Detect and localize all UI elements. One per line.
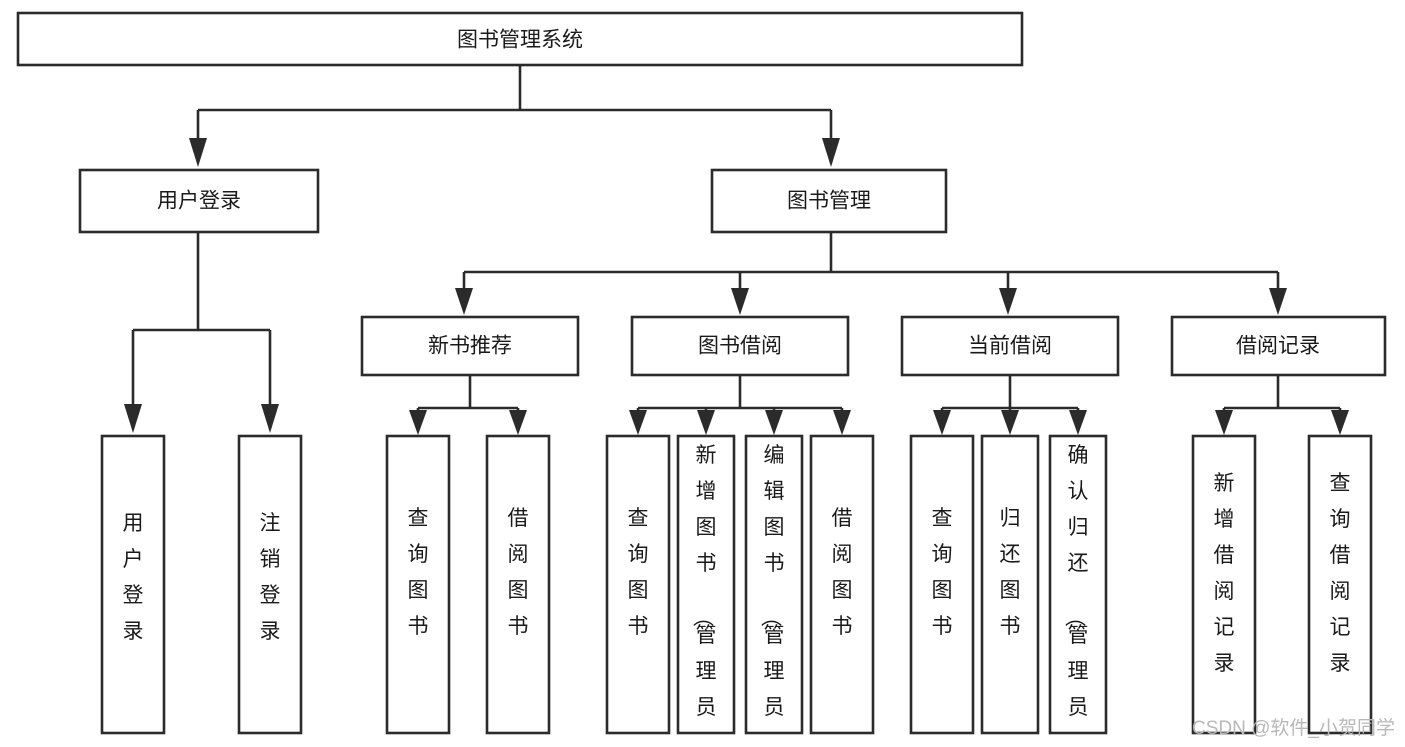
node-leaf-new-book-0[interactable]: 查询图书 [385,434,451,735]
node-leaf-label: 确认归还（管理员） [1063,444,1089,747]
node-borrow-record-box [1170,315,1387,377]
node-current-borrow[interactable]: 当前借阅 [900,315,1120,377]
node-leaf-label: 新增图书（管理员） [691,444,717,747]
node-current-borrow-label: 当前借阅 [968,335,1052,358]
arrow-head-l3-1 [731,288,749,315]
node-leaf-label: 借阅图书 [832,507,853,638]
node-book-borrow[interactable]: 图书借阅 [630,315,850,377]
node-book-borrow-label: 图书借阅 [698,335,782,358]
node-leaf-current-borrow-0[interactable]: 查询图书 [909,434,975,735]
node-user-login-label: 用户登录 [157,190,241,213]
arrow-head-l3-3 [1269,288,1287,315]
node-leaf-current-borrow-2[interactable]: 确认归还（管理员） [1048,434,1108,747]
node-leaf-box [485,434,551,735]
node-root-box [16,11,1024,67]
node-book-management[interactable]: 图书管理 [710,168,948,234]
arrow-head-bb-0 [629,410,647,435]
connector-borrow-record-to-leaves [1215,375,1349,435]
connector-new-book-to-leaves [409,375,527,435]
arrow-head-nb-0 [409,410,427,435]
node-leaf-box [1307,434,1373,735]
node-leaf-label: 新增借阅记录 [1214,472,1235,675]
node-root-system[interactable]: 图书管理系统 [16,11,1024,67]
node-leaf-box [676,434,736,735]
arrow-head-br-0 [1215,410,1233,435]
node-leaf-label: 归还图书 [1000,507,1021,638]
connector-book-borrow-to-leaves [629,375,851,435]
node-user-login[interactable]: 用户登录 [78,168,320,234]
arrow-head-nb-1 [509,410,527,435]
arrow-head-cb-1 [1001,410,1019,435]
node-leaf-label: 编辑图书（管理员） [759,444,785,747]
node-leaf-label: 查询借阅记录 [1330,472,1351,675]
arrow-head-l3-2 [999,288,1017,315]
connector-current-borrow-to-leaves [933,375,1087,435]
node-leaf-box [744,434,804,735]
node-borrow-record-label: 借阅记录 [1236,335,1320,358]
node-leaf-label: 查询图书 [628,507,649,638]
node-leaf-user-login-0[interactable]: 用户登录 [100,434,166,735]
node-leaf-box [809,434,875,735]
node-leaf-box [909,434,975,735]
watermark-label: CSDN @软件_小贺同学 [1192,717,1395,739]
connector-root-to-level2 [189,65,840,167]
arrow-head-br-1 [1331,410,1349,435]
node-leaf-book-borrow-3[interactable]: 借阅图书 [809,434,875,735]
node-current-borrow-box [900,315,1120,377]
arrow-head-ul-1 [261,404,279,433]
node-borrow-record[interactable]: 借阅记录 [1170,315,1387,377]
node-book-management-label: 图书管理 [787,190,871,213]
node-leaf-box [100,434,166,735]
arrow-head-user-login [189,138,207,167]
node-leaf-borrow-record-1[interactable]: 查询借阅记录 [1307,434,1373,735]
node-leaf-book-borrow-1[interactable]: 新增图书（管理员） [676,434,736,747]
node-leaf-box [1191,434,1257,735]
node-new-book-recommend-label: 新书推荐 [428,335,512,358]
node-leaf-new-book-1[interactable]: 借阅图书 [485,434,551,735]
node-leaf-book-borrow-0[interactable]: 查询图书 [605,434,671,735]
node-leaf-label: 用户登录 [123,512,144,643]
node-leaf-box [980,434,1040,735]
node-leaf-current-borrow-1[interactable]: 归还图书 [980,434,1040,735]
node-leaf-label: 借阅图书 [508,507,529,638]
arrow-head-cb-2 [1069,410,1087,435]
node-leaf-label: 注销登录 [260,512,281,643]
node-leaf-user-login-1[interactable]: 注销登录 [237,434,303,735]
arrow-head-cb-0 [933,410,951,435]
node-leaf-book-borrow-2[interactable]: 编辑图书（管理员） [744,434,804,747]
arrow-head-ul-0 [124,404,142,433]
node-leaf-borrow-record-0[interactable]: 新增借阅记录 [1191,434,1257,735]
arrow-head-book-mgmt [822,138,840,167]
node-leaf-box [237,434,303,735]
node-book-management-box [710,168,948,234]
node-new-book-recommend[interactable]: 新书推荐 [360,315,580,377]
node-leaf-box [605,434,671,735]
node-user-login-box [78,168,320,234]
node-leaf-label: 查询图书 [932,507,953,638]
arrow-head-l3-0 [455,288,473,315]
arrow-head-bb-1 [697,410,715,435]
node-book-borrow-box [630,315,850,377]
node-leaf-box [385,434,451,735]
node-leaf-box [1048,434,1108,735]
node-root-label: 图书管理系统 [457,29,583,52]
connector-user-login-to-leaves [124,232,279,433]
arrow-head-bb-3 [833,410,851,435]
connector-book-mgmt-to-level3 [455,232,1287,315]
node-leaf-label: 查询图书 [408,507,429,638]
arrow-head-bb-2 [765,410,783,435]
node-new-book-recommend-box [360,315,580,377]
